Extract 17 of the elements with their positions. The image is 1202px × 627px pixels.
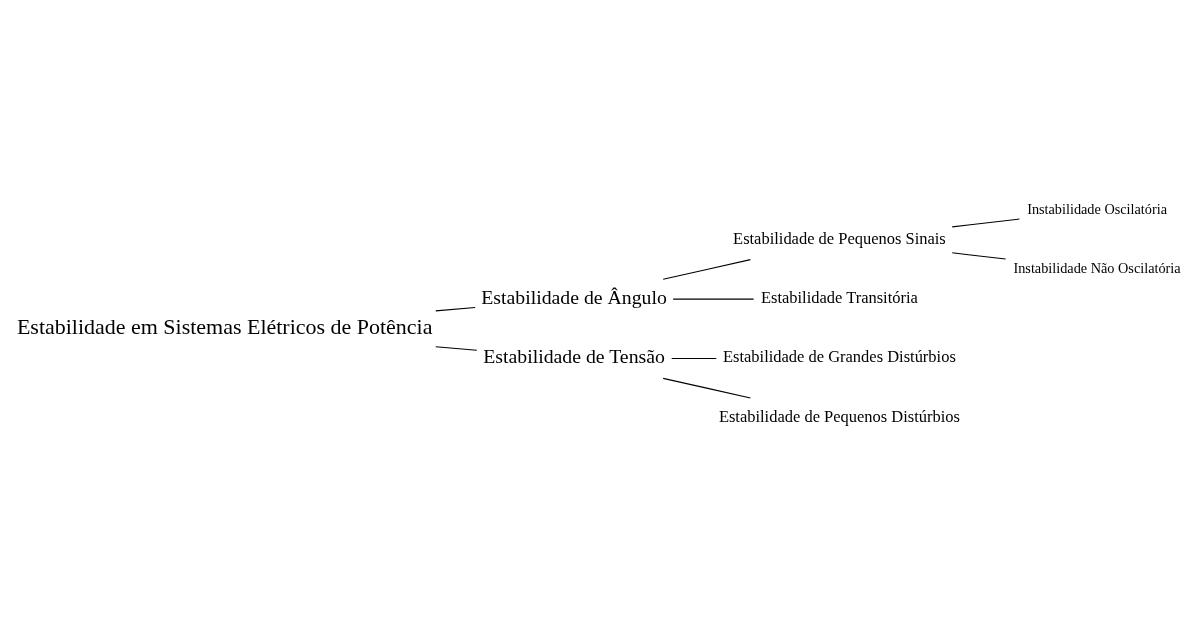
connector [951, 251, 1007, 260]
node-text: Estabilidade de Tensão [483, 344, 665, 367]
connector [672, 298, 755, 300]
node-text: Estabilidade em Sistemas Elétricos de Potência [16, 313, 433, 339]
node-text: Instabilidade Oscilatória [1027, 200, 1167, 217]
node-text: Estabilidade Transitória [760, 287, 918, 307]
connector [671, 357, 717, 359]
node-text: Estabilidade de Pequenos Sinais [733, 228, 946, 248]
node-text: Estabilidade de Ângulo [481, 285, 667, 308]
connector [662, 258, 751, 280]
node-text: Instabilidade Não Oscilatória [1013, 259, 1181, 276]
connector [951, 218, 1020, 227]
connector [662, 377, 751, 399]
node-text: Estabilidade de Grandes Distúrbios [723, 346, 956, 366]
node-text: Estabilidade de Pequenos Distúrbios [718, 406, 960, 426]
connector [435, 345, 478, 351]
connector [435, 306, 476, 311]
